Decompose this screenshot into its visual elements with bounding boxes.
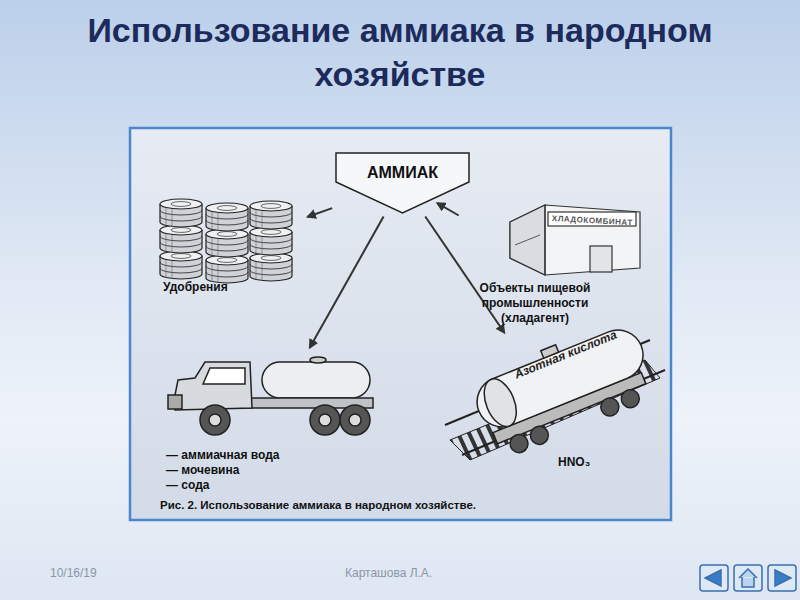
acid-tank-car: [445, 315, 665, 461]
slide-title: Использование аммиака в народном хозяйст…: [40, 8, 760, 96]
ammonia-shield: АММИАК: [335, 152, 470, 214]
truck-item: — аммиачная вода— мочевина— сода: [160, 350, 375, 495]
node-text: — аммиачная вода: [166, 448, 371, 463]
node-text: АММИАК: [339, 163, 466, 182]
node-text: Удобрения: [163, 280, 301, 295]
arrow-connector: [308, 208, 332, 217]
navigation-buttons: [700, 565, 796, 591]
cold-storage-building: [510, 205, 640, 275]
node-text: — сода: [166, 478, 371, 493]
node-text: Объекты пищевой промышленности (хладаген…: [450, 281, 620, 326]
slide-author: Карташова Л.А.: [345, 566, 432, 580]
figure-caption: Рис. 2. Использование аммиака в народном…: [160, 499, 476, 511]
barrel-stacks: [160, 199, 292, 283]
food-industry-item: Объекты пищевой промышленности (хладаген…: [440, 195, 640, 330]
tanker-truck: [168, 357, 373, 435]
shield-outline: [335, 152, 470, 214]
arrow-connector: [425, 216, 504, 332]
arrow-connector: [310, 217, 384, 348]
slide-date: 10/16/19: [50, 566, 97, 580]
picture-frame: [130, 128, 671, 520]
node-text: — мочевина: [166, 463, 371, 478]
arrow-connector: [437, 203, 458, 215]
fertilizer-item: Удобрения: [155, 190, 305, 299]
node-text: HNO₃: [558, 455, 661, 470]
